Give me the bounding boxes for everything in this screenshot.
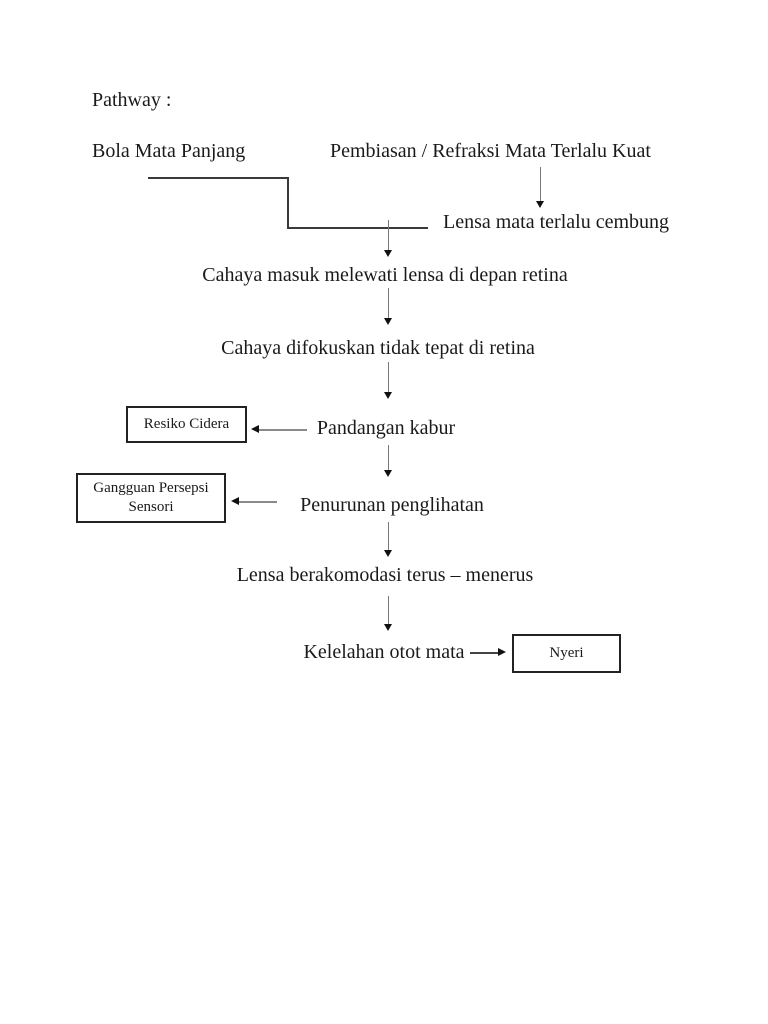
node-bola-mata-panjang: Bola Mata Panjang [92,140,246,162]
connector-vertical [287,177,289,229]
box-nyeri-label: Nyeri [549,645,584,661]
box-resiko-cidera: Resiko Cidera [126,406,247,443]
node-penurunan-penglihatan: Penurunan penglihatan [300,494,484,516]
box-gangguan-persepsi-sensori: Gangguan Persepsi Sensori [76,473,226,523]
node-lensa-cembung: Lensa mata terlalu cembung [442,211,670,233]
box-gangguan-line1: Gangguan Persepsi [93,480,209,496]
arrow-down-to-cahaya-difokuskan [384,288,392,325]
arrow-left-to-resiko-cidera [251,426,307,432]
node-pembiasan-refraksi: Pembiasan / Refraksi Mata Terlalu Kuat [330,140,651,162]
box-resiko-cidera-label: Resiko Cidera [143,416,230,432]
page-title: Pathway : [92,89,172,111]
node-cahaya-difokuskan: Cahaya difokuskan tidak tepat di retina [221,337,535,359]
arrow-down-pembiasan-to-lensa-cembung [536,167,544,208]
box-nyeri: Nyeri [512,634,621,673]
arrow-down-to-lensa-berakomodasi [384,522,392,557]
node-cahaya-masuk: Cahaya masuk melewati lensa di depan ret… [202,264,568,286]
connector-horizontal-top [148,177,289,179]
box-gangguan-line2: Sensori [128,499,174,515]
arrow-left-to-gangguan-persepsi [231,498,277,504]
node-kelelahan-otot-mata: Kelelahan otot mata [303,641,465,663]
arrow-down-to-kelelahan [384,596,392,631]
arrow-right-to-nyeri [470,649,506,655]
node-pandangan-kabur: Pandangan kabur [316,417,456,439]
connector-horizontal-bottom [287,227,428,229]
arrow-down-to-cahaya-masuk [384,220,392,257]
arrow-down-to-pandangan-kabur [384,362,392,399]
arrow-down-to-penurunan [384,445,392,477]
node-lensa-berakomodasi: Lensa berakomodasi terus – menerus [236,564,534,586]
